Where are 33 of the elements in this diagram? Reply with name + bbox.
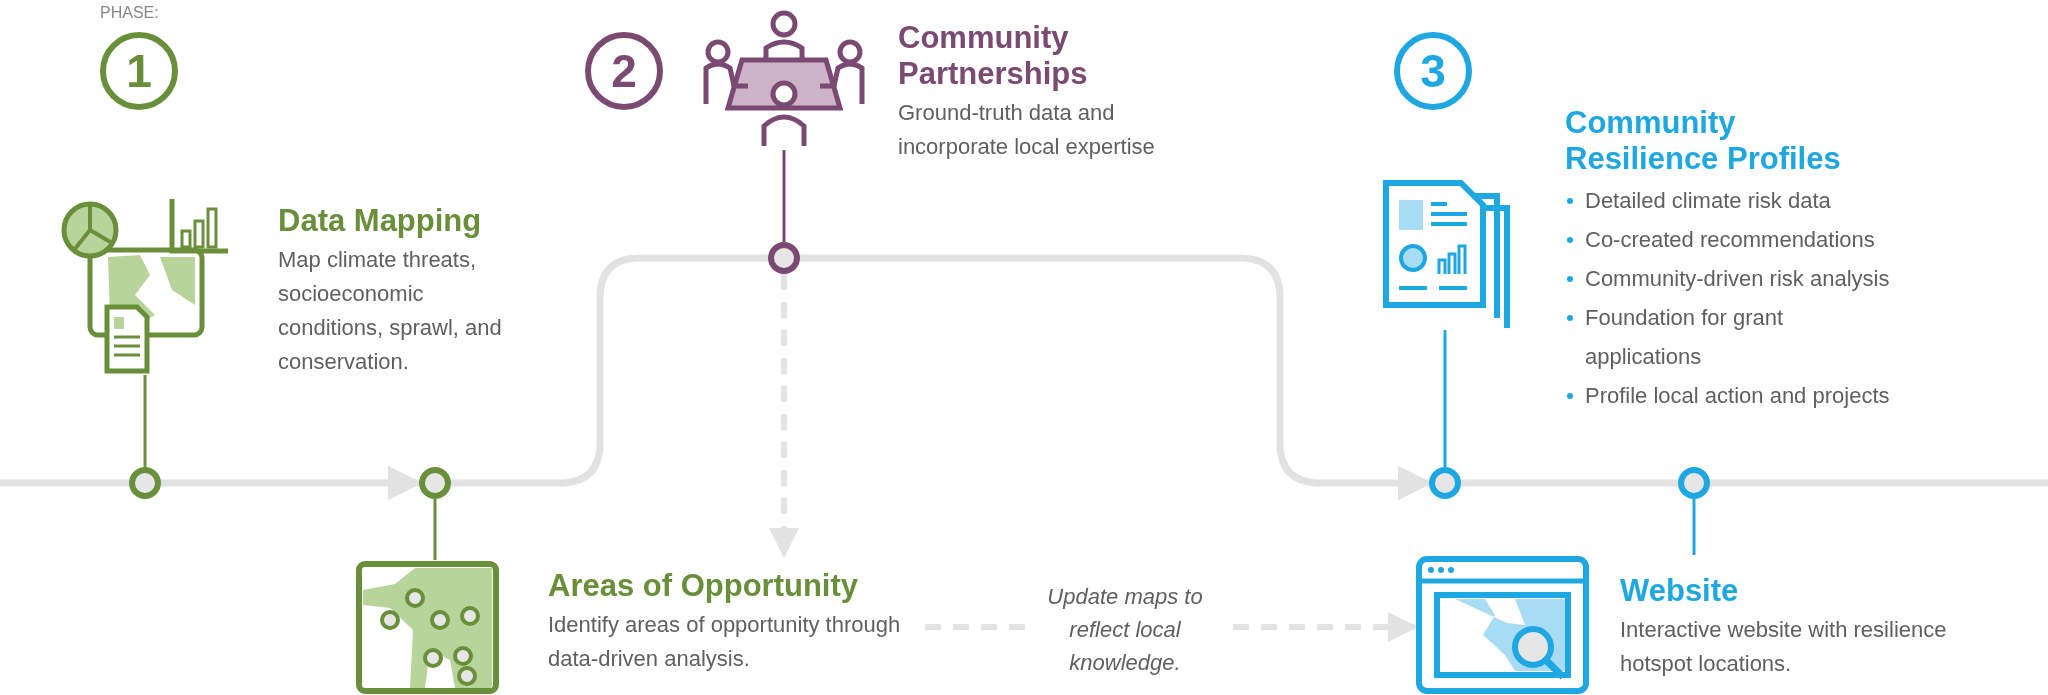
phase-number: 2 bbox=[585, 32, 663, 110]
step-heading: Community Resilience Profiles bbox=[1565, 105, 1842, 177]
step-description: Map climate threats, socioeconomic conditions, sprawl, and conservation. bbox=[278, 246, 503, 376]
leader-line bbox=[1692, 499, 1696, 555]
bullet-item: Community-driven risk analysis bbox=[1585, 266, 1890, 291]
step-description: Identify areas of opportunity through data-driven analysis. bbox=[548, 611, 902, 673]
step-description: Interactive website with resilience hotspot locations. bbox=[1620, 616, 1948, 678]
step-heading: Community Partnerships bbox=[898, 20, 1089, 92]
timeline-path bbox=[0, 479, 129, 487]
phase-number: 3 bbox=[1394, 32, 1472, 110]
timeline-dot bbox=[1429, 467, 1461, 499]
leader-line bbox=[143, 375, 147, 467]
step-description: Ground-truth data and incorporate local expertise bbox=[898, 99, 1156, 161]
timeline-dot bbox=[1678, 467, 1710, 499]
bullet-item: Co-created recommendations bbox=[1585, 227, 1875, 252]
timeline-dot bbox=[768, 242, 800, 274]
bullet-item: Profile local action and projects bbox=[1585, 383, 1890, 408]
timeline-dot bbox=[129, 467, 161, 499]
leader-line bbox=[782, 150, 786, 242]
bullet-item: Foundation for grant applications bbox=[1585, 305, 1784, 369]
timeline-path bbox=[1461, 479, 1678, 487]
step-heading: Website bbox=[1620, 573, 1740, 609]
phase-label: PHASE: bbox=[100, 4, 159, 22]
leader-line bbox=[1443, 330, 1447, 467]
step-heading: Areas of Opportunity bbox=[548, 568, 859, 604]
timeline-path bbox=[451, 254, 768, 487]
bullet-item: Detailed climate risk data bbox=[1585, 188, 1831, 213]
timeline-path bbox=[1710, 479, 2048, 487]
step-heading: Data Mapping bbox=[278, 203, 483, 239]
leader-line bbox=[433, 499, 437, 560]
phase-number: 1 bbox=[100, 32, 178, 110]
timeline-dot bbox=[419, 467, 451, 499]
dashed-arrow bbox=[769, 274, 799, 558]
